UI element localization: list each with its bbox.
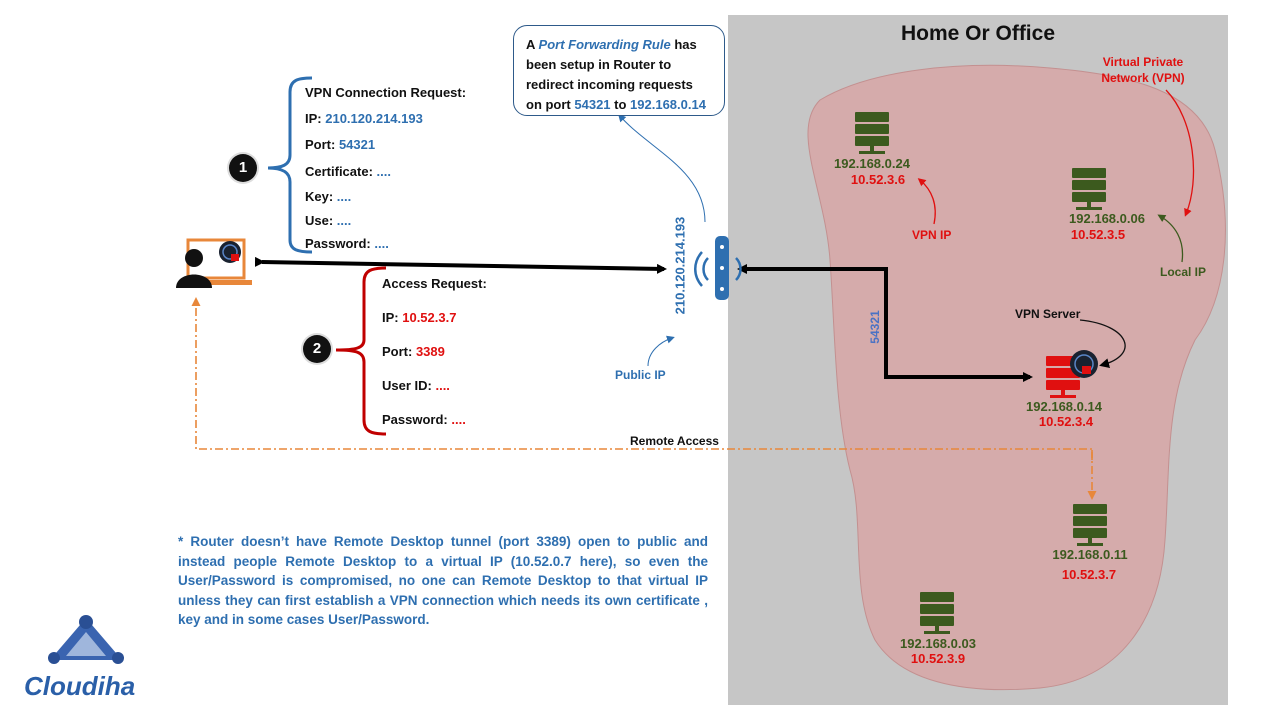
access-request-ip: IP: 10.52.3.7 bbox=[382, 310, 457, 325]
vpn-request-bracket bbox=[267, 76, 313, 254]
server-2-local-ip: 192.168.0.06 bbox=[1069, 211, 1145, 226]
router-public-ip: 210.120.214.193 bbox=[672, 216, 688, 315]
vpn-request-certificate: Certificate: .... bbox=[305, 164, 391, 179]
server-icon bbox=[1073, 504, 1107, 546]
footnote: * Router doesn’t have Remote Desktop tun… bbox=[178, 534, 708, 627]
access-request-password: Password: .... bbox=[382, 412, 466, 427]
forward-port-label: 54321 bbox=[868, 310, 882, 344]
port-forwarding-callout: A Port Forwarding Rule has been setup in… bbox=[513, 25, 725, 116]
server-3-local-ip: 192.168.0.14 bbox=[1026, 399, 1102, 414]
server-5-local-ip: 192.168.0.03 bbox=[900, 636, 976, 651]
step-badge-1: 1 bbox=[229, 154, 257, 182]
home-office-title: Home Or Office bbox=[900, 22, 1056, 45]
server-3-vpn-ip: 10.52.3.4 bbox=[1038, 414, 1094, 429]
server-4-vpn-ip: 10.52.3.7 bbox=[1061, 567, 1117, 582]
cloudiha-logo-icon bbox=[48, 615, 124, 664]
callout-pointer bbox=[618, 113, 706, 223]
local-ip-pointer bbox=[1157, 214, 1184, 263]
port-forward-arrow bbox=[740, 267, 1033, 382]
vpn-server-pointer bbox=[1079, 319, 1126, 369]
vpn-request-key: Key: .... bbox=[305, 189, 352, 204]
vpn-server-label: VPN Server bbox=[1015, 307, 1081, 321]
server-icon bbox=[920, 592, 954, 634]
access-request-user: User ID: .... bbox=[382, 378, 450, 393]
vpn-network-label: Virtual Private Network (VPN) bbox=[1101, 55, 1185, 85]
server-icon bbox=[1072, 168, 1106, 210]
vpn-request-ip: IP: 210.120.214.193 bbox=[305, 111, 423, 126]
vpn-ip-label: VPN IP bbox=[912, 228, 952, 242]
access-request-title: Access Request: bbox=[382, 276, 487, 291]
public-ip-label: Public IP bbox=[615, 368, 666, 382]
vpn-request-title: VPN Connection Request: bbox=[305, 85, 467, 100]
local-ip-label: Local IP bbox=[1160, 265, 1207, 279]
public-ip-pointer bbox=[647, 335, 675, 367]
step-badge-2: 2 bbox=[303, 335, 331, 363]
vpn-request-password: Password: .... bbox=[305, 236, 389, 251]
vpn-server-icon bbox=[1046, 350, 1098, 398]
remote-access-label: Remote Access bbox=[630, 434, 719, 448]
server-1-vpn-ip: 10.52.3.6 bbox=[850, 172, 906, 187]
vpn-ip-pointer bbox=[917, 178, 936, 225]
access-request-bracket bbox=[335, 266, 387, 436]
router-icon bbox=[694, 236, 742, 300]
server-4-local-ip: 192.168.0.11 bbox=[1052, 547, 1128, 562]
user-laptop-icon bbox=[176, 238, 252, 288]
connection-arrow bbox=[254, 256, 667, 274]
server-5-vpn-ip: 10.52.3.9 bbox=[910, 651, 966, 666]
vpn-request-use: Use: .... bbox=[305, 213, 352, 228]
brand-name: Cloudiha bbox=[24, 671, 136, 701]
vpn-network-pointer bbox=[1165, 89, 1195, 217]
vpn-request-port: Port: 54321 bbox=[305, 137, 376, 152]
server-2-vpn-ip: 10.52.3.5 bbox=[1070, 227, 1126, 242]
access-request-port: Port: 3389 bbox=[382, 344, 445, 359]
server-1-local-ip: 192.168.0.24 bbox=[834, 156, 910, 171]
server-icon bbox=[855, 112, 889, 154]
